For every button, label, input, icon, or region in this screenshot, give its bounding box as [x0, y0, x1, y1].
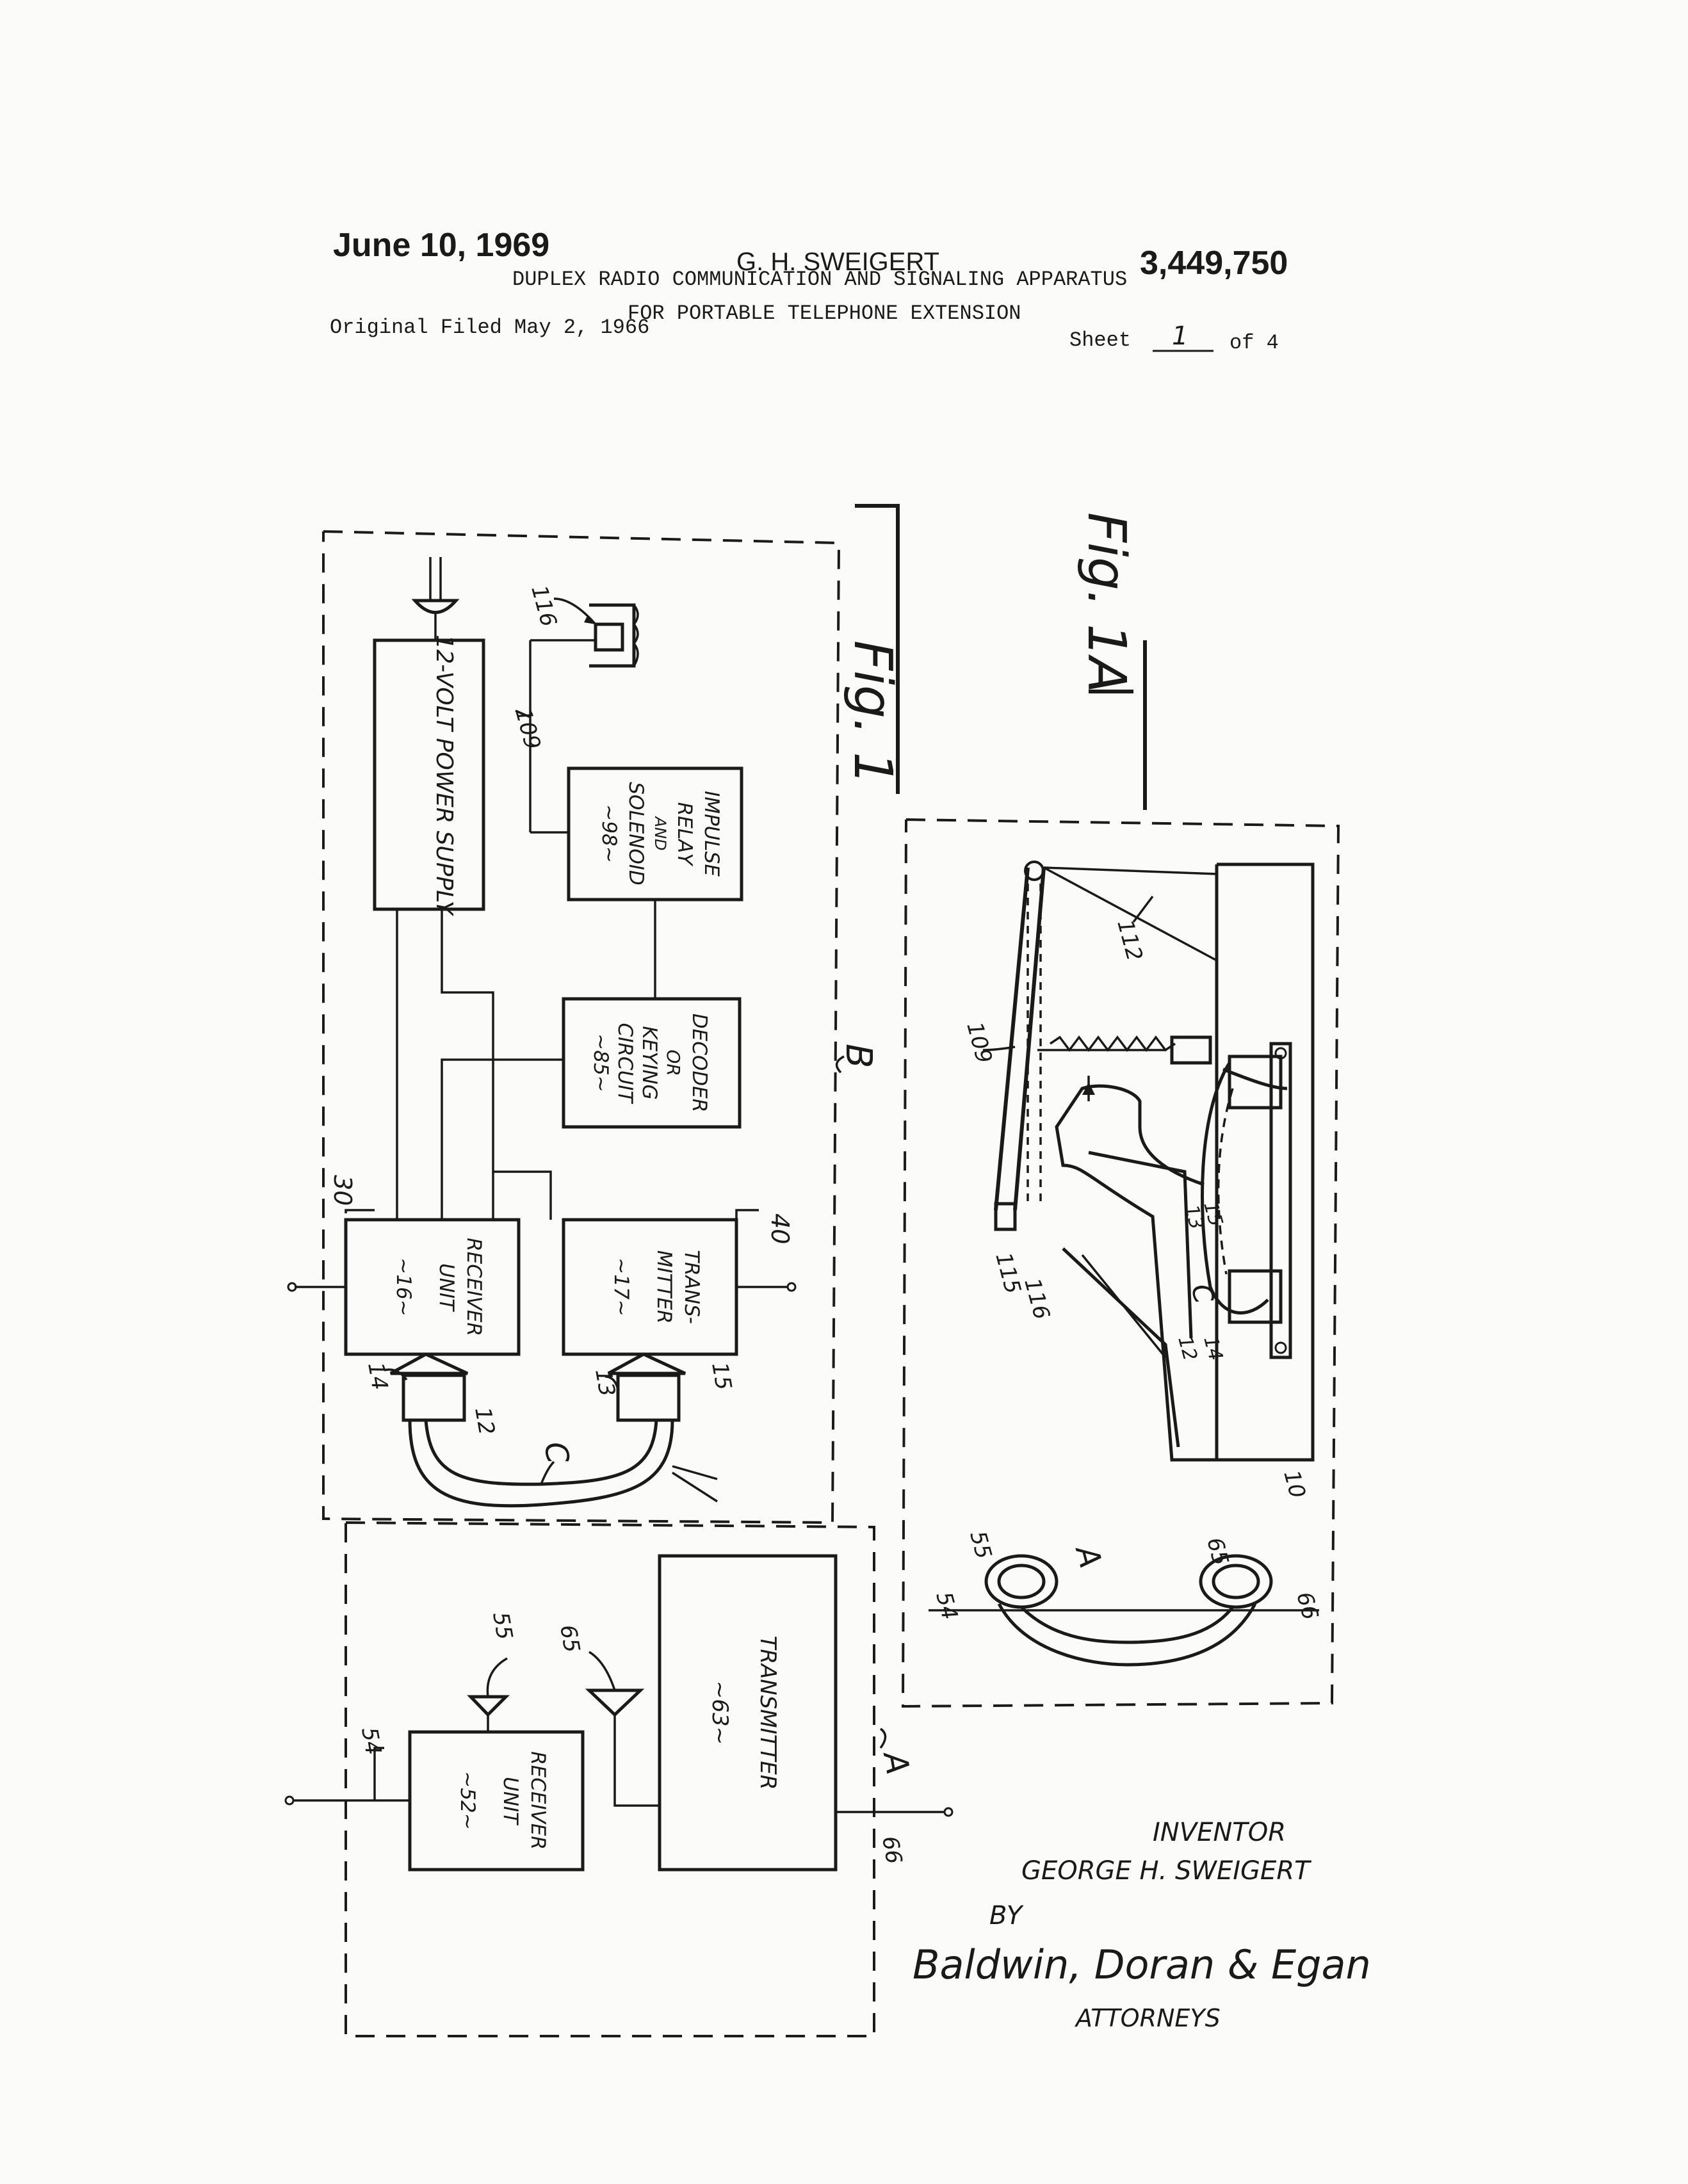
transmitter-63: TRANSMITTER ~63~ 65 A 66 — [555, 1554, 954, 1872]
ref-B: B — [838, 1044, 879, 1068]
receiver52-label-1: RECEIVER — [526, 1751, 549, 1850]
fig1a-ref-115: 115 — [990, 1250, 1025, 1297]
fig1a-frame — [901, 818, 1340, 1708]
transmitter63-label-1: TRANSMITTER — [755, 1636, 781, 1790]
ref-14: 14 — [362, 1361, 393, 1393]
fig1-base-unit-boundary — [322, 530, 841, 1525]
fig1a-ref-55: 55 — [964, 1528, 996, 1562]
fig1a-ref-12: 12 — [1173, 1334, 1201, 1363]
patent-title-line2: FOR PORTABLE TELEPHONE EXTENSION — [628, 302, 1021, 325]
impulse-label-4: SOLENOID — [624, 782, 647, 886]
transmitter17-label-3: ~17~ — [610, 1258, 633, 1316]
fig1a-actuator-arm: 109 112 115 116 13 15 C 12 14 10 — [961, 861, 1310, 1501]
decoder-label-1: DECODER — [688, 1014, 711, 1113]
receiver52-label-2: UNIT — [499, 1777, 522, 1825]
signature-block: INVENTOR GEORGE H. SWEIGERT BY Baldwin, … — [913, 1818, 1371, 2032]
fig1a-ref-116: 116 — [1019, 1275, 1054, 1322]
fig1a-ref-A: A — [1068, 1541, 1108, 1572]
power-supply-label: 12-VOLT POWER SUPPLY — [431, 635, 457, 916]
fig1a-ref-109: 109 — [961, 1019, 996, 1066]
fig1a-ref-66: 66 — [1291, 1589, 1323, 1622]
receiver16-label-1: RECEIVER — [462, 1238, 485, 1336]
power-input-plug — [411, 557, 460, 640]
fig1a-ref-54: 54 — [930, 1589, 962, 1622]
transmitter63-label-2: ~63~ — [707, 1681, 733, 1745]
ref-b-marker: B — [835, 1044, 879, 1074]
inventor-label: INVENTOR — [1153, 1818, 1286, 1847]
fig1a-handset — [1201, 1042, 1292, 1359]
inventor-name: GEORGE H. SWEIGERT — [1021, 1856, 1312, 1886]
inventor-short-name: G. H. SWEIGERT — [736, 248, 939, 276]
decoder-label-5: ~85~ — [589, 1033, 612, 1092]
ref-40: 40 — [766, 1213, 794, 1244]
filing-info: Original Filed May 2, 1966 — [330, 316, 649, 339]
transmitter17-label-1: TRANS- — [680, 1250, 703, 1324]
fig1a-ref-14: 14 — [1199, 1334, 1227, 1363]
decoder-label-4: CIRCUIT — [613, 1023, 637, 1104]
ref-65: 65 — [555, 1623, 585, 1655]
fig1-caption: Fig. 1 — [842, 640, 903, 785]
fig1a-caption: Fig. 1A — [1076, 512, 1137, 693]
ref-55: 55 — [487, 1610, 517, 1642]
fig1a-ref-10: 10 — [1278, 1468, 1310, 1501]
handset-c: 14 12 C 13 15 — [362, 1352, 736, 1508]
ref-54: 54 — [356, 1726, 386, 1758]
ref-109: 109 — [510, 706, 545, 752]
ref-A: A — [876, 1747, 917, 1777]
ref-12: 12 — [469, 1405, 499, 1437]
fig1-wiring — [396, 909, 564, 1220]
ref-116: 116 — [526, 583, 561, 629]
sheet-number: 1 — [1172, 321, 1188, 351]
patent-number: 3,449,750 — [1140, 245, 1288, 282]
patent-title-line1: DUPLEX RADIO COMMUNICATION AND SIGNALING… — [512, 268, 1127, 291]
decoder-label-2: OR — [663, 1049, 684, 1076]
fig1-label: Fig. 1 — [842, 504, 903, 794]
impulse-label-3: AND — [651, 816, 669, 851]
impulse-label-1: IMPULSE — [700, 791, 723, 877]
fig1a-ref-65: 65 — [1201, 1535, 1233, 1568]
fig1-portable-unit-boundary — [345, 1521, 875, 2037]
receiver16-label-2: UNIT — [435, 1263, 458, 1312]
attorney-firm-signature: Baldwin, Doran & Egan — [913, 1941, 1371, 1988]
ref-30: 30 — [329, 1175, 357, 1206]
ref-66: 66 — [877, 1834, 907, 1866]
ref-15: 15 — [706, 1361, 736, 1393]
decoder-block: DECODER OR KEYING CIRCUIT ~85~ — [562, 900, 742, 1129]
receiver52-label-3: ~52~ — [456, 1771, 479, 1829]
impulse-label-5: ~98~ — [597, 804, 621, 862]
sheet-label: Sheet — [1069, 328, 1131, 352]
fig1a-label: Fig. 1A — [1076, 512, 1147, 810]
patent-date: June 10, 1969 — [333, 227, 549, 264]
transmitter17-label-2: MITTER — [653, 1250, 676, 1324]
receiver16-label-3: ~16~ — [392, 1258, 415, 1316]
receiver-unit-52: RECEIVER UNIT ~52~ 54 55 — [284, 1610, 585, 1872]
by-label: BY — [989, 1901, 1025, 1930]
transmitter-17: TRANS- MITTER ~17~ 40 — [562, 1209, 797, 1356]
decoder-label-3: KEYING — [638, 1026, 661, 1099]
impulse-label-2: RELAY — [673, 802, 696, 867]
sheet-of: of 4 — [1229, 331, 1279, 355]
attorneys-label: ATTORNEYS — [1074, 2004, 1221, 2032]
solenoid-116: 116 109 — [510, 583, 639, 834]
power-supply-block: 12-VOLT POWER SUPPLY — [373, 635, 485, 917]
impulse-relay-block: IMPULSE RELAY AND SOLENOID ~98~ — [567, 766, 743, 902]
header: June 10, 1969 G. H. SWEIGERT 3,449,750 D… — [330, 227, 1288, 355]
fig1a-ref-112: 112 — [1112, 917, 1147, 964]
fig1a-telephone-cradle — [1055, 862, 1315, 1462]
receiver-unit-16: RECEIVER UNIT ~16~ 30 — [287, 1175, 521, 1356]
fig1a-portable-handset: 54 55 A 65 66 — [929, 1528, 1323, 1667]
ref-C: C — [537, 1439, 576, 1466]
